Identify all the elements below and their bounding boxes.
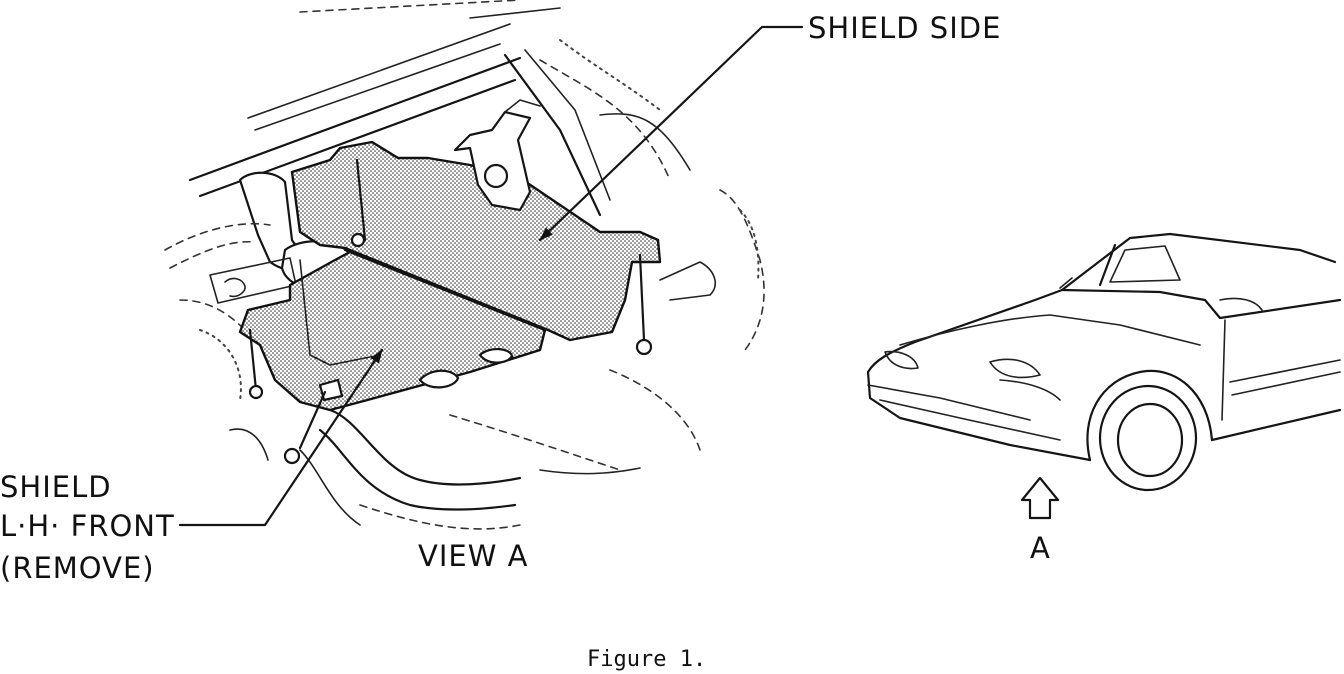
shield-side-leader [538,25,804,242]
shield-lh-front-label-line3: (REMOVE) [0,551,155,585]
view-a-arrow-icon [1020,476,1060,520]
view-marker-label: A [1030,531,1051,565]
view-a-illustration [164,0,765,530]
screw-icons [248,158,653,465]
car-illustration [866,232,1342,520]
shield-lh-front-leader [178,348,384,527]
panel-seam [343,248,550,332]
shield-side-panel [290,140,662,342]
panel-fold [299,259,381,366]
mounting-bracket [453,99,541,212]
shield-cutouts [318,348,514,402]
shield-lh-front-label-line1: SHIELD [0,470,112,504]
figure-caption: Figure 1. [587,647,706,672]
leader-lines [178,25,804,527]
wheel-well-lines [229,189,765,530]
shield-side-label: SHIELD SIDE [808,11,1001,45]
view-a-label: VIEW A [418,539,528,573]
shield-lh-front-label-line2: L·H· FRONT [0,509,175,543]
